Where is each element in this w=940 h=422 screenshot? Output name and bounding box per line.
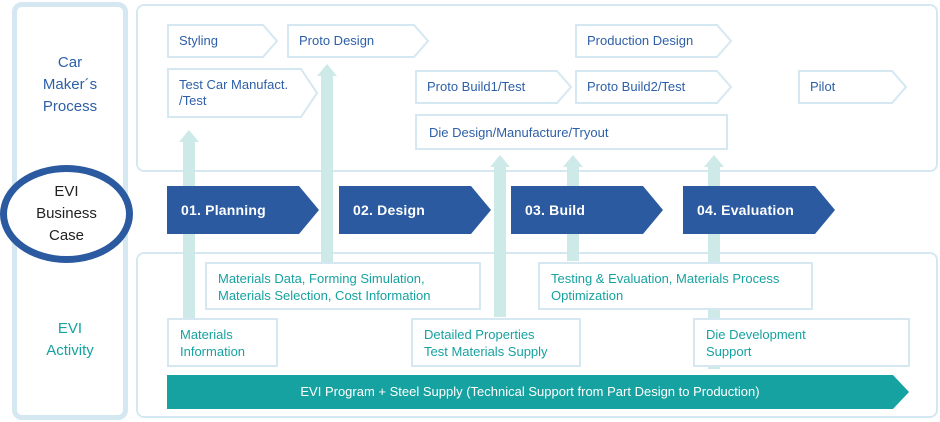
- proto-build2-step: Proto Build2/Test: [575, 70, 733, 104]
- proto-design-step: Proto Design: [287, 24, 430, 58]
- proto-build1-step: Proto Build1/Test: [415, 70, 573, 104]
- materials-data-activity: Materials Data, Forming Simulation, Mate…: [205, 262, 481, 310]
- connector-build-arrowhead: [563, 155, 583, 167]
- evi-program-banner: EVI Program + Steel Supply (Technical Su…: [167, 375, 909, 409]
- phase-evaluation: 04. Evaluation: [683, 186, 835, 234]
- connector-design: [321, 74, 333, 262]
- die-development-activity: Die Development Support: [693, 318, 910, 367]
- materials-information-activity: Materials Information: [167, 318, 278, 367]
- detailed-properties-activity: Detailed Properties Test Materials Suppl…: [411, 318, 581, 367]
- styling-step: Styling: [167, 24, 279, 58]
- connector-design-arrowhead: [317, 64, 337, 76]
- phase-build: 03. Build: [511, 186, 663, 234]
- test-car-step: Test Car Manufact. /Test: [167, 68, 319, 118]
- car-makers-process-label: Car Maker´s Process: [42, 54, 98, 115]
- evi-activity-label: EVI Activity: [46, 320, 94, 359]
- connector-detailed-arrowhead: [490, 155, 510, 167]
- evi-business-case-circle: EVI Business Case: [0, 165, 133, 263]
- connector-planning-arrowhead: [179, 130, 199, 142]
- pilot-step: Pilot: [798, 70, 908, 104]
- connector-detailed: [494, 165, 506, 317]
- die-design-step: Die Design/Manufacture/Tryout: [415, 114, 728, 150]
- connector-evaluation-arrowhead: [704, 155, 724, 167]
- production-design-step: Production Design: [575, 24, 733, 58]
- phase-design: 02. Design: [339, 186, 491, 234]
- phase-planning: 01. Planning: [167, 186, 319, 234]
- testing-evaluation-activity: Testing & Evaluation, Materials Process …: [538, 262, 813, 310]
